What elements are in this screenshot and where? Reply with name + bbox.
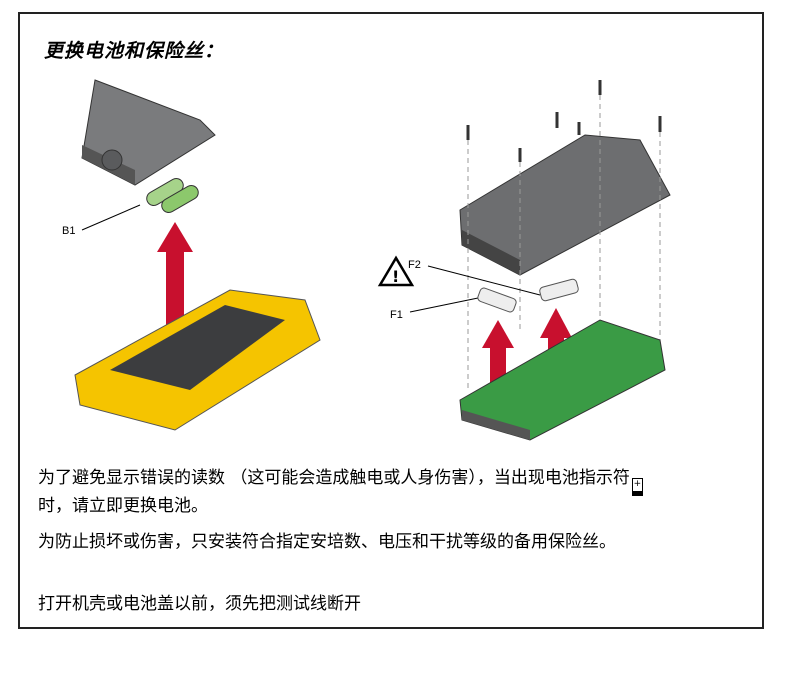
- fuses-icon: [477, 278, 579, 313]
- screws-icon: [466, 80, 662, 162]
- illustration: B1 ! F2 F1: [62, 79, 671, 441]
- battery-warning-paragraph: 为了避免显示错误的读数 （这可能会造成触电或人身伤害），当出现电池指示符+ 时，请…: [38, 468, 678, 517]
- batteries-icon: [146, 178, 199, 213]
- fuse-warning-paragraph: 为防止损坏或伤害，只安装符合指定安培数、电压和干扰等级的备用保险丝。: [38, 532, 616, 552]
- battery-cover-illustration: [81, 79, 216, 186]
- battery-warning-text: 为了避免显示错误的读数 （这可能会造成触电或人身伤害），当出现电池指示符: [38, 468, 630, 488]
- disconnect-leads-paragraph: 打开机壳或电池盖以前，须先把测试线断开: [38, 594, 361, 614]
- page-title: 更换电池和保险丝：: [44, 40, 225, 62]
- meter-back-case: [459, 134, 671, 276]
- label-f2: F2: [408, 259, 421, 271]
- label-b1: B1: [62, 225, 75, 237]
- battery-indicator-icon: +: [631, 478, 643, 496]
- meter-yellow-case: [74, 289, 321, 431]
- label-f1: F1: [390, 309, 403, 321]
- circuit-board: [459, 319, 666, 441]
- battery-warning-text-end: 时，请立即更换电池。: [38, 496, 208, 516]
- svg-text:!: !: [392, 267, 399, 286]
- document-frame: 更换电池和保险丝：: [18, 12, 764, 629]
- warning-icon: !: [377, 255, 415, 287]
